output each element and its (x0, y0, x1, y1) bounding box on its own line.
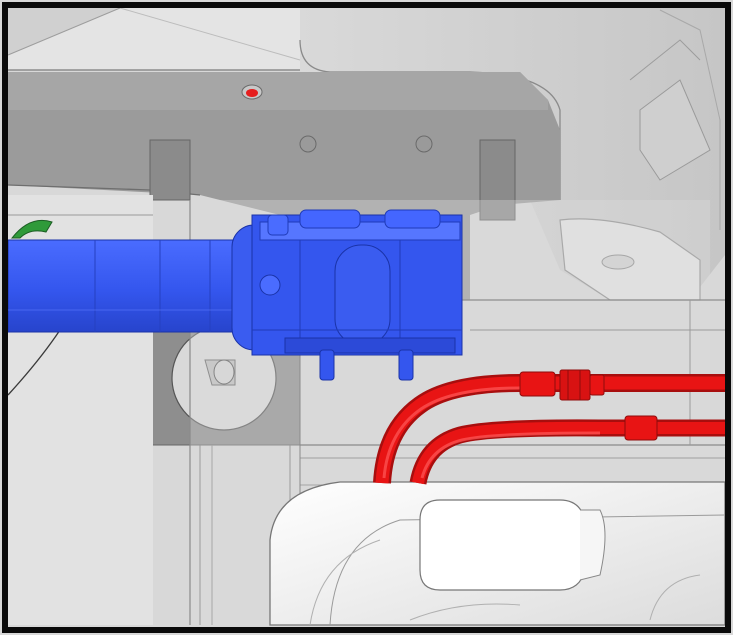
red-marker-dot (246, 89, 258, 97)
mounting-bracket (7, 72, 560, 446)
strap-hinge-clamp (231, 209, 463, 381)
red-hose-upper (373, 374, 725, 484)
blue-strap (7, 239, 254, 333)
red-hose-lower (409, 419, 725, 485)
hose-fitting (519, 369, 658, 441)
white-tank (269, 481, 726, 626)
green-grommet (10, 219, 53, 239)
